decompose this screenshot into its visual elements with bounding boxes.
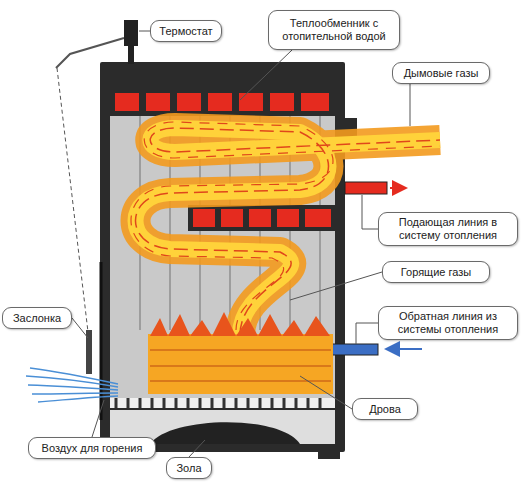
water-channel bbox=[146, 93, 170, 111]
water-channel bbox=[177, 93, 201, 111]
water-channel bbox=[277, 209, 299, 227]
leader-line bbox=[72, 318, 88, 338]
leader-line bbox=[189, 440, 205, 457]
firewood bbox=[148, 334, 333, 394]
flow-arrow bbox=[388, 348, 422, 350]
leader-line bbox=[300, 376, 352, 409]
water-channel bbox=[193, 209, 215, 227]
air-stream bbox=[38, 396, 118, 402]
callout-box: Теплообменник с отопительной водой bbox=[268, 10, 400, 50]
leader-line bbox=[356, 323, 378, 344]
exchanger-bar bbox=[110, 88, 335, 116]
callout-label: Дымовые газы bbox=[404, 67, 479, 80]
leader-lines bbox=[72, 31, 410, 457]
water-channel bbox=[221, 209, 243, 227]
leader-line bbox=[139, 31, 150, 32]
callout-box: Дымовые газы bbox=[392, 62, 490, 84]
log-line bbox=[150, 365, 331, 367]
leader-line bbox=[240, 50, 292, 100]
callout-box: Подающая линия в систему отопления bbox=[378, 212, 518, 246]
water-channel bbox=[270, 93, 294, 111]
water-channel bbox=[301, 93, 329, 111]
leader-line bbox=[92, 400, 104, 437]
air-stream bbox=[30, 368, 118, 384]
log-line bbox=[150, 380, 331, 382]
callout-label: Дрова bbox=[369, 403, 401, 416]
ash-mound bbox=[150, 422, 300, 444]
water-channel bbox=[249, 209, 271, 227]
return-pipe bbox=[330, 344, 378, 355]
callout-label: Подающая линия в систему отопления bbox=[385, 216, 511, 242]
callout-label: Теплообменник с отопительной водой bbox=[275, 17, 393, 43]
flame-tips bbox=[150, 312, 330, 336]
leader-line bbox=[362, 195, 378, 229]
exchanger-bar bbox=[188, 205, 335, 231]
callout-box: Воздух для горения bbox=[28, 437, 156, 459]
callout-box: Зола bbox=[166, 457, 212, 479]
grate bbox=[110, 398, 335, 408]
damper-chain bbox=[57, 68, 88, 332]
callout-label: Зола bbox=[176, 462, 201, 475]
water-channel bbox=[115, 93, 139, 111]
water-channel bbox=[305, 209, 331, 227]
water-channel bbox=[239, 93, 263, 111]
water-channel bbox=[208, 93, 232, 111]
callout-box: Термостат bbox=[150, 20, 222, 42]
callout-box: Заслонка bbox=[2, 307, 72, 329]
callout-label: Воздух для горения bbox=[42, 442, 143, 455]
callout-label: Заслонка bbox=[13, 312, 61, 325]
supply-pipe bbox=[345, 182, 387, 194]
flow-arrow bbox=[390, 187, 404, 189]
callout-label: Обратная линия из системы отопления bbox=[385, 310, 511, 336]
callout-label: Горящие газы bbox=[401, 266, 471, 279]
callout-box: Обратная линия из системы отопления bbox=[378, 306, 518, 340]
callout-box: Горящие газы bbox=[382, 261, 490, 283]
callout-label: Термостат bbox=[159, 25, 212, 38]
callout-box: Дрова bbox=[352, 398, 418, 420]
thermostat bbox=[124, 20, 138, 46]
grate-bars bbox=[116, 398, 320, 408]
thermostat-stem bbox=[128, 46, 134, 64]
log-line bbox=[150, 349, 331, 351]
air-stream bbox=[32, 393, 118, 394]
air-stream bbox=[28, 385, 118, 390]
leader-line bbox=[290, 272, 382, 300]
